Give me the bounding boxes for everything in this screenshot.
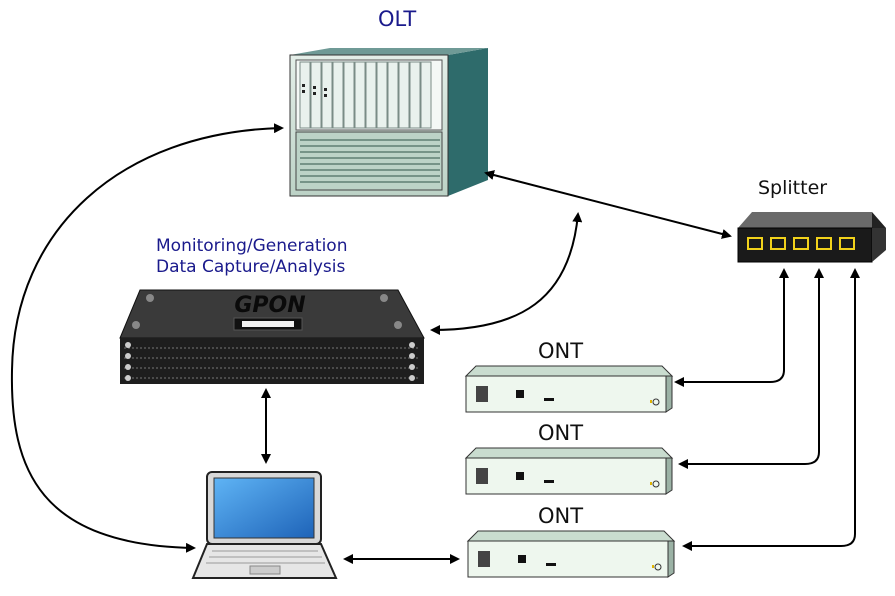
arrow-laptop-olt <box>10 123 284 553</box>
splitter-label: Splitter <box>758 177 828 199</box>
ont3-label: ONT <box>538 504 584 528</box>
connections <box>10 123 860 564</box>
ont1-icon <box>464 365 674 413</box>
olt-chassis-icon <box>289 48 488 197</box>
arrow-olt-splitter <box>484 170 732 239</box>
gpon-analyzer-icon: GPON <box>119 289 425 384</box>
splitter-icon <box>737 212 886 263</box>
ont2-label: ONT <box>538 421 584 445</box>
ont1-label: ONT <box>538 339 584 363</box>
ont3-icon <box>466 530 676 578</box>
ont2-icon <box>464 447 674 495</box>
arrow-splitter-ont1 <box>674 268 789 387</box>
laptop-icon <box>191 471 338 579</box>
arrow-splitter-ont3 <box>682 268 860 551</box>
olt-label: OLT <box>378 7 417 31</box>
gpon-text: GPON <box>234 293 305 318</box>
arrow-gpon-link <box>430 212 583 335</box>
arrow-splitter-ont2 <box>678 268 824 469</box>
